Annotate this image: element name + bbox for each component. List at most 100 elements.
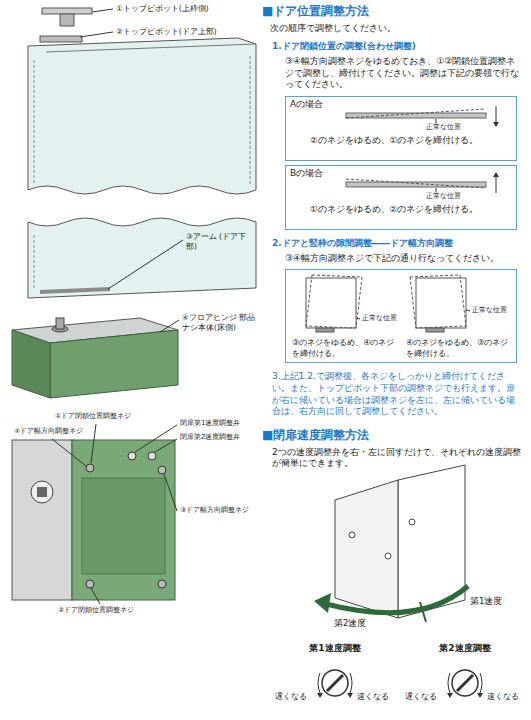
dial-box: 第1速度調整遅くなる速くなる: [275, 643, 395, 708]
move-arrowhead: [493, 172, 499, 177]
part-label: ②トップピボット(ドア上部): [116, 27, 251, 37]
hinge-spindle: [56, 318, 64, 329]
move-arrowhead: [493, 122, 499, 127]
section-heading: 1.ドア閉鎖位置の調整(合わせ調整): [272, 41, 524, 53]
frame-text: ①のネジをゆるめ、②のネジを締付ける。: [310, 204, 510, 215]
speed-valve: [128, 452, 136, 460]
turn-arrow: [318, 673, 320, 693]
door-outline: [416, 278, 466, 328]
leader-line: [436, 119, 437, 123]
top-pivot-pin: [60, 14, 74, 26]
leader-line: [155, 439, 177, 452]
door-dot: [385, 553, 391, 559]
glass-door-lower: [28, 218, 256, 298]
speed-divider: [420, 602, 426, 622]
adjust-screw: [158, 466, 166, 474]
plan-spindle-key: [37, 487, 47, 497]
move-arrow: [496, 175, 497, 193]
move-arrow: [496, 106, 497, 124]
floor-hinge-mark: [316, 328, 334, 332]
frame-text: ④のネジをゆるめ、③のネジを締付ける。: [406, 338, 514, 359]
frame-text: ②のネジをゆるめ、①のネジを締付ける。: [310, 135, 510, 146]
frame-box: Bの場合正常な位置 ①のネジをゆるめ、②のネジを締付ける。: [285, 165, 517, 230]
leader-line: [164, 474, 177, 511]
frame-text: 第1速度調整: [275, 643, 395, 655]
leader-line: [135, 425, 177, 452]
part-label: 閉扉第2速度調整弁: [180, 433, 262, 442]
frame-box: Aの場合正常な位置 ②のネジをゆるめ、①のネジを締付ける。: [285, 96, 517, 161]
tilted-door: [306, 275, 362, 328]
door-edge-dashed: [34, 60, 35, 185]
part-label: ①ドア閉鎖位置調整ネジ: [55, 412, 175, 421]
part-label: ③ドア幅方向調整ネジ: [180, 506, 262, 515]
body-text: 次の順序で調整してください。: [270, 23, 522, 35]
section-heading: ■閉扉速度調整方法: [262, 428, 524, 444]
plan-plate: [12, 440, 72, 600]
valve-dial: [452, 670, 478, 696]
speed-valve: [148, 452, 156, 460]
closing-arrow: [326, 586, 468, 613]
frame-drawing: [286, 270, 516, 362]
part-label: 閉扉第1速度調整弁: [180, 419, 262, 428]
part-label: ③アーム (ドア下部): [186, 232, 254, 252]
leader-line: [436, 188, 437, 192]
adjust-screw: [86, 580, 94, 588]
section-heading: 2.ドアと竪枠の隙間調整――ドア幅方向調整: [272, 238, 524, 250]
door-dot: [349, 532, 355, 538]
leader-line: [91, 588, 100, 604]
frame-text: ③のネジをゆるめ、④のネジを締付ける。: [292, 338, 400, 359]
hinge-body-side: [12, 330, 50, 398]
door-outline: [306, 278, 356, 328]
top-pivot-plate: [42, 8, 92, 14]
glass-door-upper: [28, 38, 256, 194]
door-dot: [409, 519, 415, 525]
part-label: 第2速度: [334, 618, 384, 629]
plan-body-inner: [82, 478, 165, 574]
part-label: ②ドア閉鎖位置調整ネジ: [58, 606, 178, 615]
frame-text: 遅くなる: [405, 692, 445, 702]
tilted-position: [346, 109, 486, 118]
turn-arrowhead: [317, 693, 323, 698]
turn-arrowhead: [477, 693, 483, 698]
leader-line: [92, 9, 113, 12]
body-text: 3.上記1.2.で調整後、各ネジをしっかりと締付けてください。また、トップピボッ…: [272, 371, 522, 418]
turn-arrowhead: [447, 693, 453, 698]
body-text: ③④幅方向調整ネジをゆるめておき、①②閉鎖位置調整ネジで調整し、締付けてください…: [285, 56, 519, 91]
section-heading: ■ドア位置調整方法: [262, 4, 524, 20]
arm: [40, 289, 110, 292]
valve-slot: [457, 675, 473, 691]
frame-text: 正常な位置: [426, 192, 486, 201]
leader-line: [466, 310, 470, 311]
frame-text: 速くなる: [357, 692, 395, 702]
part-label: ①トップピボット(上枠側): [116, 4, 251, 14]
leader-line: [356, 318, 360, 319]
plan-body: [72, 440, 175, 600]
part-label: 第1速度: [470, 596, 520, 607]
frame-text: 正常な位置: [362, 314, 407, 323]
body-text: 2つの速度調整弁を右・左に回すだけで、それぞれの速度調整が簡単にできます。: [272, 447, 522, 470]
door-edge-dashed: [34, 235, 35, 290]
valve-slot: [327, 675, 343, 691]
body-text: ③④幅方向調整ネジで下記の通り行なってください。: [285, 253, 519, 265]
tilted-position: [346, 179, 486, 188]
door-top-edge: [46, 44, 256, 52]
frame-text: 速くなる: [487, 692, 525, 702]
door-leaf: [335, 480, 398, 618]
closing-arrowhead: [314, 593, 331, 613]
frame-text: 正常な位置: [426, 123, 486, 132]
top-pivot-door-part: [40, 36, 82, 42]
valve-dial: [322, 670, 348, 696]
frame-text: Bの場合: [290, 168, 350, 180]
hinge-body-front: [50, 330, 178, 398]
frame-text: Aの場合: [290, 99, 350, 111]
plan-spindle: [31, 481, 53, 503]
door-rail: [346, 182, 486, 187]
tilted-door: [410, 275, 466, 328]
adjust-screw: [86, 464, 94, 472]
leader-line: [108, 240, 183, 289]
leader-line: [160, 320, 179, 332]
leader-line: [52, 439, 86, 466]
door-edge-dashed: [250, 56, 251, 185]
dial-box: 第2速度調整遅くなる速くなる: [405, 643, 525, 708]
